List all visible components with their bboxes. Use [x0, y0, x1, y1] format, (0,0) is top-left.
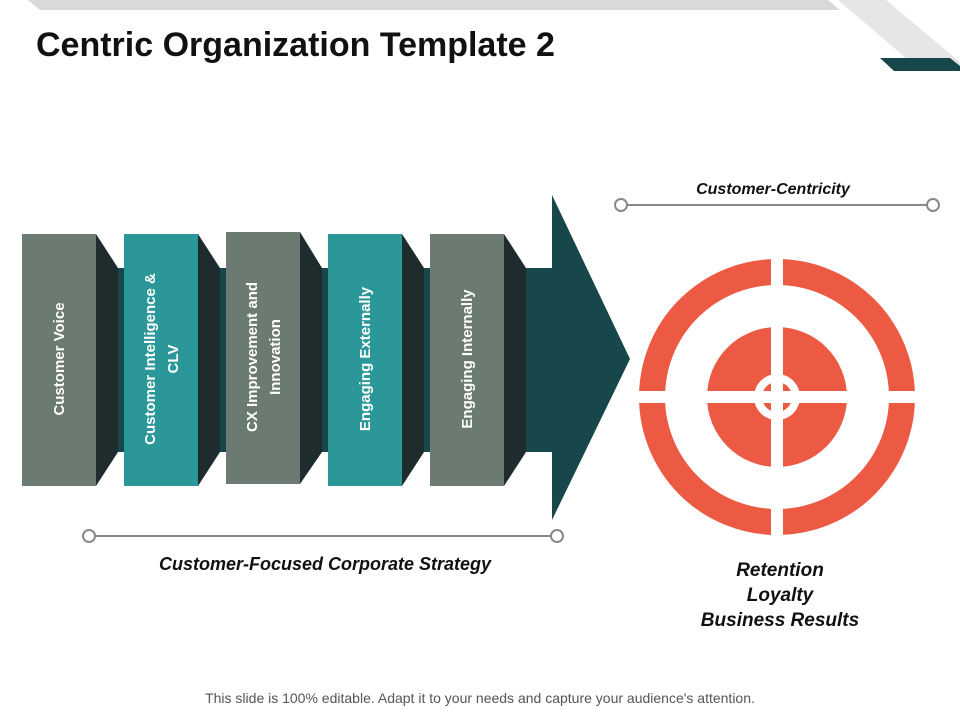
corner-decoration-accent	[880, 58, 960, 71]
panel-shadow	[402, 234, 424, 486]
strategy-connector	[82, 529, 564, 543]
panel-label: CLV	[165, 345, 182, 374]
panel-shadow	[96, 234, 118, 486]
panel-label: Engaging Internally	[459, 289, 476, 429]
outcome-list: Retention Loyalty Business Results	[660, 558, 900, 633]
panel-label: Customer Voice	[51, 302, 68, 415]
outcome-item: Loyalty	[746, 585, 814, 606]
panel-shadow	[198, 234, 220, 486]
panel-label: CX Improvement and	[244, 282, 261, 432]
crosshair-ticks	[718, 338, 836, 456]
panel-label: Engaging Externally	[357, 286, 374, 431]
panel-cx-improvement	[226, 232, 300, 484]
panel-shadow	[504, 234, 526, 486]
strategy-label: Customer-Focused Corporate Strategy	[159, 554, 492, 574]
connector-endpoint	[82, 529, 96, 543]
outcome-item: Retention	[736, 560, 824, 581]
panel-customer-intelligence	[124, 234, 198, 486]
panel-group	[22, 232, 526, 486]
target-icon	[635, 255, 919, 539]
panel-label: Customer Intelligence &	[142, 273, 159, 445]
arrow-head	[552, 195, 630, 520]
panel-engaging-externally	[328, 234, 402, 486]
panel-customer-voice	[22, 234, 96, 486]
slide-title: Centric Organization Template 2	[36, 26, 555, 64]
panel-engaging-internally	[430, 234, 504, 486]
panel-label: Innovation	[267, 319, 284, 395]
footer-note: This slide is 100% editable. Adapt it to…	[205, 690, 755, 706]
connector-endpoint	[614, 198, 628, 212]
centricity-label: Customer-Centricity	[696, 181, 851, 198]
target-gap-horizontal	[635, 391, 919, 403]
outcome-item: Business Results	[700, 610, 860, 631]
centricity-connector	[614, 198, 940, 212]
panel-labels: Customer Voice Customer Intelligence & C…	[51, 273, 476, 445]
connector-endpoint	[550, 529, 564, 543]
connector-endpoint	[926, 198, 940, 212]
panel-shadow	[300, 232, 322, 484]
top-band	[28, 0, 840, 10]
corner-decoration-light	[838, 0, 960, 70]
